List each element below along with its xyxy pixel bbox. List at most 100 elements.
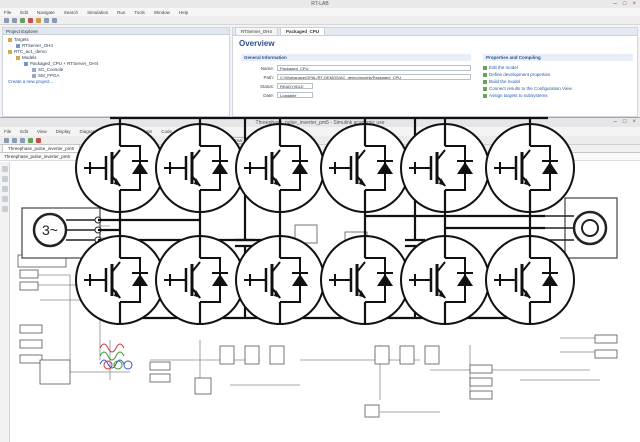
gate-block[interactable] — [269, 345, 285, 365]
compile-link[interactable]: Connect results to the Configuration Vie… — [483, 85, 633, 92]
igbt-switch-icon[interactable] — [485, 123, 575, 213]
igbt-switch-icon[interactable] — [400, 235, 490, 325]
menu-help[interactable]: Help — [178, 9, 189, 15]
gate-block[interactable] — [374, 345, 390, 365]
menu-run[interactable]: Run — [117, 9, 126, 15]
menu-tools[interactable]: Tools — [134, 9, 145, 15]
compile-link[interactable]: Assign targets to subsystems — [483, 92, 633, 99]
tree-item-subsystem[interactable]: SC_Console — [6, 67, 226, 73]
igbt-switch-icon[interactable] — [235, 235, 325, 325]
annotation-icon[interactable] — [1, 196, 8, 202]
tree-item-target-node[interactable]: RTServer_OH4 — [6, 43, 226, 49]
menu-simulation[interactable]: Simulation — [87, 9, 109, 15]
goto-block[interactable] — [594, 334, 618, 344]
gate-block[interactable] — [399, 345, 415, 365]
menu-file[interactable]: File — [4, 129, 12, 134]
create-project-link[interactable]: Create a new project... — [8, 79, 54, 84]
igbt-switch-icon[interactable] — [235, 123, 325, 213]
stop-icon[interactable] — [36, 137, 41, 143]
project-explorer-tab[interactable]: Project Explorer — [3, 28, 229, 35]
igbt-switch-icon[interactable] — [400, 123, 490, 213]
open-icon[interactable] — [12, 137, 17, 143]
close-icon[interactable]: × — [632, 1, 636, 7]
menu-code[interactable]: Code — [161, 129, 173, 134]
run-icon[interactable] — [20, 17, 25, 23]
tree-item-project[interactable]: RTC_ac1_demo — [6, 49, 226, 55]
goto-block[interactable] — [469, 377, 493, 387]
phase-b-trace — [99, 351, 125, 361]
minimize-icon[interactable]: – — [613, 119, 617, 125]
save-icon[interactable] — [12, 17, 17, 23]
from-block[interactable] — [19, 354, 43, 364]
igbt-switch-icon[interactable] — [155, 235, 245, 325]
gate-block[interactable] — [424, 345, 440, 365]
new-icon[interactable] — [4, 17, 9, 23]
from-block[interactable] — [149, 373, 171, 383]
folder-icon — [8, 37, 12, 42]
menu-edit[interactable]: Edit — [20, 129, 29, 134]
goto-block[interactable] — [469, 364, 493, 374]
igbt-switch-icon[interactable] — [320, 123, 410, 213]
machine-icon[interactable] — [545, 197, 618, 259]
minimize-icon[interactable]: – — [613, 1, 617, 7]
reset-icon[interactable] — [52, 17, 57, 23]
menu-navigate[interactable]: Navigate — [37, 9, 55, 15]
mux-block[interactable] — [194, 377, 212, 395]
igbt-switch-icon[interactable] — [155, 123, 245, 213]
igbt-switch-icon[interactable] — [320, 235, 410, 325]
igbt-switch-icon[interactable] — [75, 235, 165, 325]
zoom-in-icon[interactable] — [1, 166, 8, 172]
goto-block[interactable] — [469, 390, 493, 400]
igbt-switch-icon[interactable] — [75, 123, 165, 213]
tree-item-targets[interactable]: Targets — [6, 37, 226, 43]
subsystem-block[interactable] — [39, 359, 71, 385]
path-field[interactable]: C:/Workspace/OPAL/RT-DEMOS/AC_demo/model… — [277, 74, 471, 80]
load-icon[interactable] — [44, 17, 49, 23]
field-label: Name: — [260, 65, 274, 71]
from-block[interactable] — [19, 339, 43, 349]
menu-view[interactable]: View — [37, 129, 47, 134]
name-field[interactable]: Packaged_CPU — [277, 65, 471, 71]
tree-item-models[interactable]: Models — [6, 55, 226, 61]
menu-display[interactable]: Display — [55, 129, 71, 134]
maximize-icon[interactable]: □ — [622, 119, 627, 125]
model-tab[interactable]: Threephase_pulse_inverter_pm5 — [2, 144, 81, 152]
zoom-out-icon[interactable] — [1, 176, 8, 182]
build-icon[interactable] — [36, 17, 41, 23]
stop-icon[interactable] — [28, 17, 33, 23]
menu-edit[interactable]: Edit — [20, 9, 29, 15]
image-icon[interactable] — [1, 206, 8, 212]
menu-window[interactable]: Window — [153, 9, 170, 15]
gain-block[interactable] — [19, 281, 39, 291]
fit-icon[interactable] — [1, 186, 8, 192]
tab-target[interactable]: RTServer_OH4 — [235, 27, 278, 35]
gain-block[interactable] — [19, 269, 39, 279]
compile-link[interactable]: Edit the model — [483, 64, 633, 71]
save-icon[interactable] — [20, 137, 25, 143]
from-block[interactable] — [149, 361, 171, 371]
igbt-switch-icon[interactable] — [485, 235, 575, 325]
goto-block[interactable] — [594, 349, 618, 359]
from-block[interactable] — [19, 324, 43, 334]
gate-block[interactable] — [244, 345, 260, 365]
compile-link[interactable]: Define development properties — [483, 71, 633, 78]
date-field[interactable]: Loadable — [277, 92, 313, 98]
tree-item-subsystem[interactable]: SM_FPGA — [6, 73, 226, 79]
general-info-header: General Information — [241, 54, 471, 61]
close-icon[interactable]: × — [632, 119, 636, 125]
run-icon[interactable] — [28, 137, 33, 143]
gate-block[interactable] — [219, 345, 235, 365]
maximize-icon[interactable]: □ — [622, 1, 627, 7]
menu-search[interactable]: Search — [63, 9, 79, 15]
tab-model[interactable]: Packaged_CPU — [279, 27, 325, 35]
tree-item-model[interactable]: Packaged_CPU + RTServer_OH4 — [6, 61, 226, 67]
scope-block[interactable] — [294, 224, 318, 244]
status-field[interactable]: READY/IDLE — [277, 83, 313, 89]
menu-file[interactable]: File — [4, 9, 12, 15]
project-explorer-panel: Project Explorer Targets RTServer_OH4 RT… — [2, 27, 230, 117]
new-model-icon[interactable] — [4, 137, 9, 143]
menu-diagram[interactable]: Diagram — [79, 129, 97, 134]
sum-block[interactable] — [364, 404, 380, 418]
compile-link[interactable]: Build the model — [483, 78, 633, 85]
